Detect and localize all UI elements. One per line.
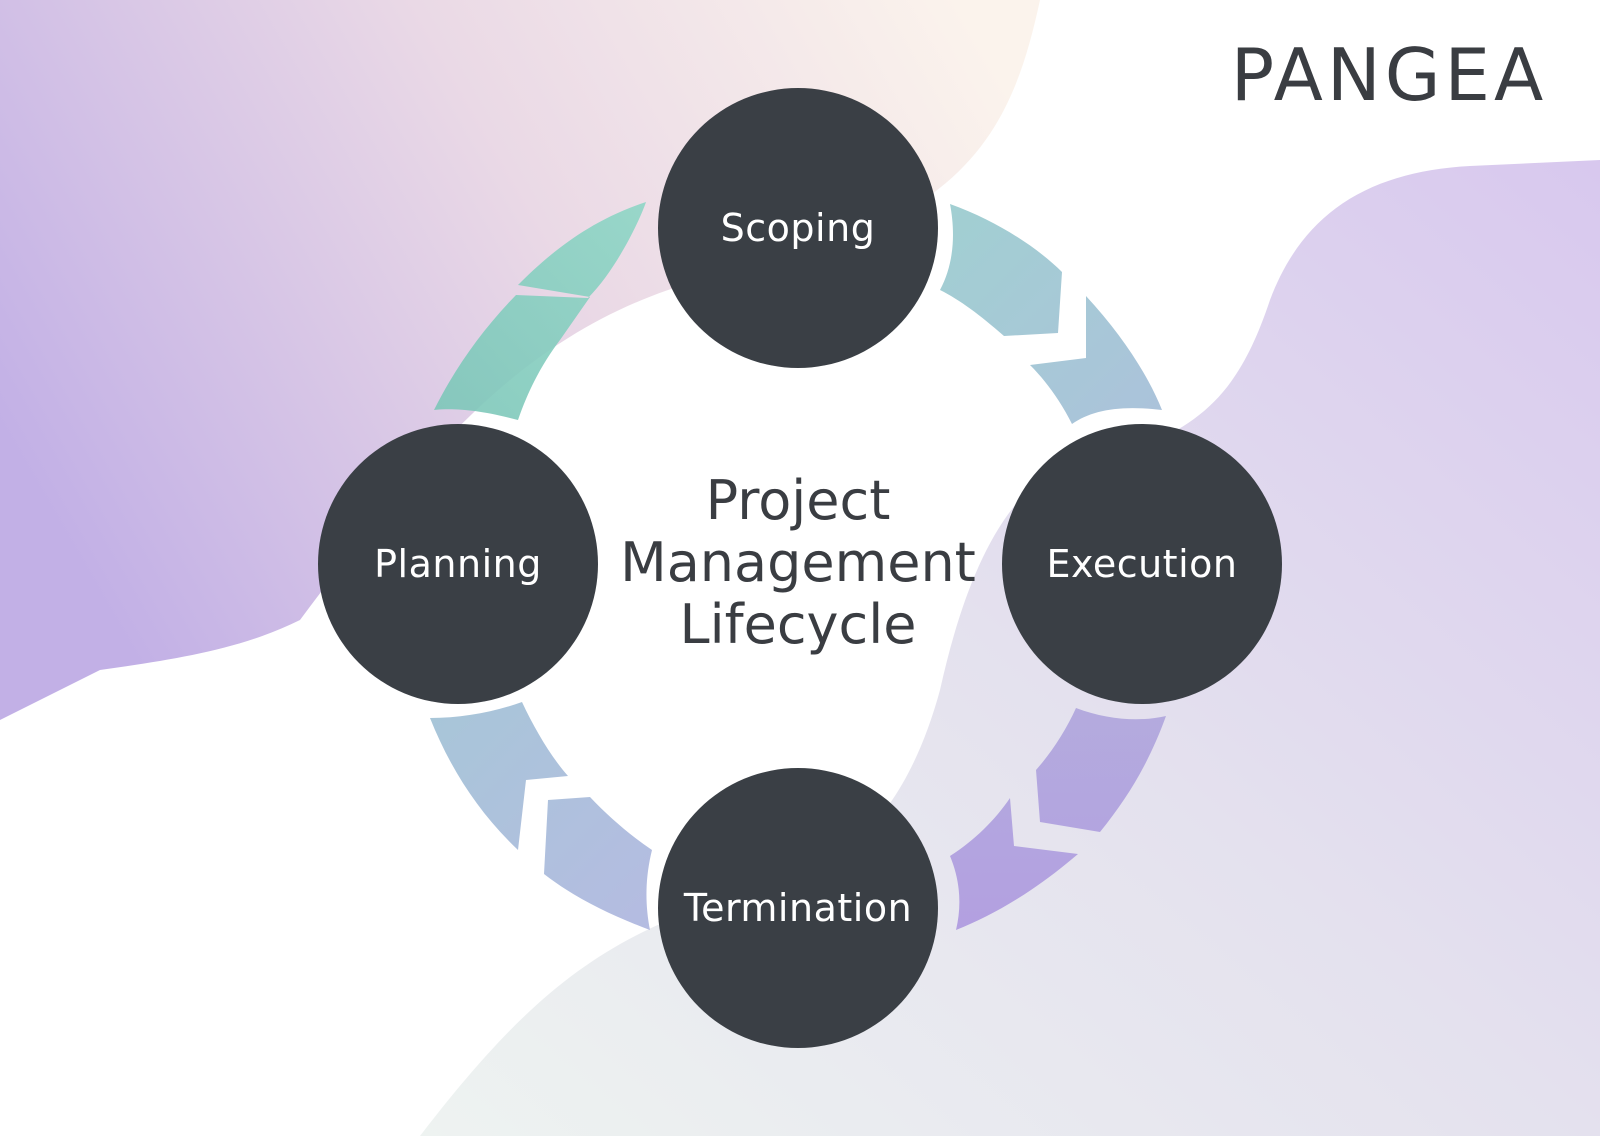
stage-planning-label: Planning bbox=[374, 542, 542, 586]
stage-termination-label: Termination bbox=[683, 886, 913, 930]
stage-termination: Termination bbox=[658, 768, 938, 1048]
stage-scoping-label: Scoping bbox=[720, 206, 876, 250]
diagram-title: Project Management Lifecycle bbox=[600, 470, 996, 656]
stage-planning: Planning bbox=[318, 424, 598, 704]
arrow-execution-to-termination bbox=[950, 708, 1166, 930]
arrow-termination-to-planning bbox=[430, 702, 652, 930]
stage-execution: Execution bbox=[1002, 424, 1282, 704]
pangea-logo: PANGEA bbox=[1230, 33, 1548, 117]
stage-scoping: Scoping bbox=[658, 88, 938, 368]
arrow-planning-to-scoping bbox=[434, 202, 646, 420]
bg-wave-right bbox=[420, 160, 1600, 1136]
diagram-title-line-3: Lifecycle bbox=[679, 593, 917, 656]
diagram-title-line-2: Management bbox=[620, 531, 976, 594]
stage-execution-label: Execution bbox=[1046, 542, 1238, 586]
arrow-scoping-to-execution bbox=[940, 204, 1162, 424]
diagram-title-line-1: Project bbox=[705, 469, 891, 532]
